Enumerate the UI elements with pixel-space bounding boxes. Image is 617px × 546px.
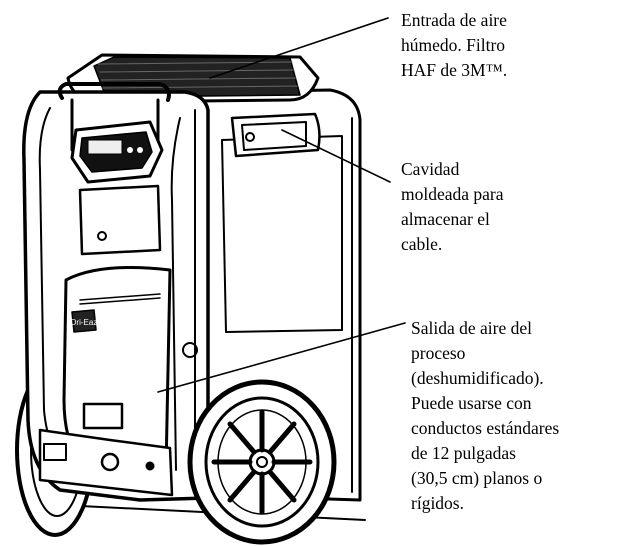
leader-cord-storage (281, 129, 391, 183)
callout-air-inlet-line-3: HAF de 3M™. (401, 60, 508, 80)
callout-air-outlet-line-7: (30,5 cm) planos o (411, 468, 543, 488)
side-vent (182, 342, 198, 358)
callout-cord-storage-line-1: Cavidad (401, 159, 460, 179)
callout-cord-storage-line-3: almacenar el (401, 209, 490, 229)
front-lower-panel: Dri-Eaz (62, 266, 172, 472)
front-wheel-right (187, 379, 337, 545)
callout-air-outlet-line-1: Salida de aire del (411, 318, 532, 338)
callout-air-inlet-line-1: Entrada de aire (401, 10, 507, 30)
leader-air-outlet (157, 322, 406, 393)
callout-air-outlet-line-8: rígidos. (411, 493, 464, 513)
callout-cord-storage: Cavidad moldeada para almacenar el cable… (401, 157, 504, 257)
callout-cord-storage-line-2: moldeada para (401, 184, 504, 204)
front-recess (78, 184, 162, 256)
callout-air-inlet: Entrada de aire húmedo. Filtro HAF de 3M… (401, 8, 507, 83)
cord-storage-cavity (230, 112, 321, 158)
callout-air-outlet-line-5: conductos estándares (411, 418, 560, 438)
callout-cord-storage-line-4: cable. (401, 234, 443, 254)
logo-text: Dri-Eaz (71, 318, 98, 327)
callout-air-outlet: Salida de aire del proceso (deshumidific… (411, 316, 559, 516)
leader-air-inlet (209, 17, 389, 79)
leader-lines (157, 17, 406, 393)
callout-air-inlet-line-2: húmedo. Filtro (401, 35, 506, 55)
callout-air-outlet-line-6: de 12 pulgadas (411, 443, 516, 463)
callout-air-outlet-line-4: Puede usarse con (411, 393, 532, 413)
callout-air-outlet-line-3: (deshumidificado). (411, 368, 544, 388)
base (38, 428, 174, 497)
callout-air-outlet-line-2: proceso (411, 343, 466, 363)
control-panel (70, 120, 164, 184)
